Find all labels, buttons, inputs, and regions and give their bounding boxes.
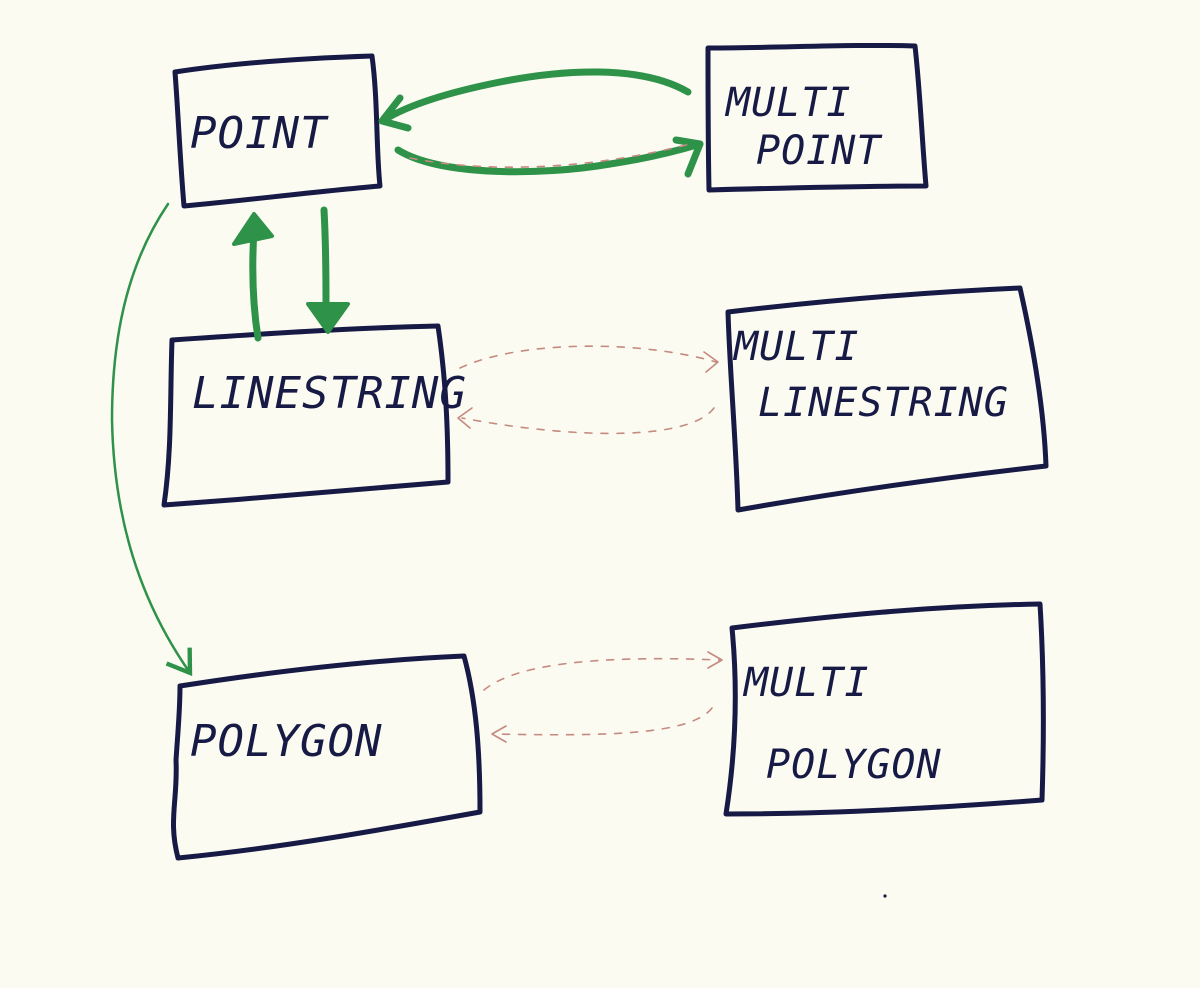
node-linestring-label: LINESTRING xyxy=(192,368,467,419)
arrow-point-to-linestring xyxy=(306,206,350,334)
arrow-multilinestring-to-linestring xyxy=(457,407,715,435)
node-point-label: POINT xyxy=(190,108,329,159)
node-linestring-box xyxy=(161,323,451,508)
arrow-point-to-multipoint xyxy=(394,136,704,178)
node-multilinestring-label-line1: MULTI xyxy=(732,324,859,370)
node-multipoint-label-line1: MULTI xyxy=(724,80,851,126)
node-polygon: POLYGON xyxy=(170,653,483,861)
arrow-point-multipoint-dashed xyxy=(409,143,691,168)
node-point: POINT xyxy=(172,53,383,209)
arrow-point-to-polygon xyxy=(110,202,193,677)
node-multilinestring-box xyxy=(725,285,1049,513)
node-multipoint-box xyxy=(705,42,929,193)
node-multipolygon: MULTI POLYGON xyxy=(723,601,1046,817)
stray-dot xyxy=(883,894,887,898)
node-multilinestring: MULTI LINESTRING xyxy=(725,285,1049,513)
node-multipolygon-label-line1: MULTI xyxy=(742,660,869,706)
node-multipoint-label-line2: POINT xyxy=(756,128,883,174)
arrow-polygon-to-multipolygon xyxy=(483,651,723,691)
node-polygon-label: POLYGON xyxy=(190,716,382,767)
node-multipolygon-box xyxy=(723,601,1046,817)
arrow-multipolygon-to-polygon xyxy=(491,707,713,743)
node-point-box xyxy=(172,53,383,209)
arrow-multipoint-to-point xyxy=(378,68,692,132)
arrow-linestring-to-point xyxy=(232,212,274,342)
node-multipolygon-label-line2: POLYGON xyxy=(766,742,942,788)
node-linestring: LINESTRING xyxy=(161,323,467,508)
node-multipoint: MULTI POINT xyxy=(705,42,929,193)
node-polygon-box xyxy=(170,653,483,861)
node-multilinestring-label-line2: LINESTRING xyxy=(758,380,1009,426)
arrow-linestring-to-multilinestring xyxy=(459,345,719,373)
